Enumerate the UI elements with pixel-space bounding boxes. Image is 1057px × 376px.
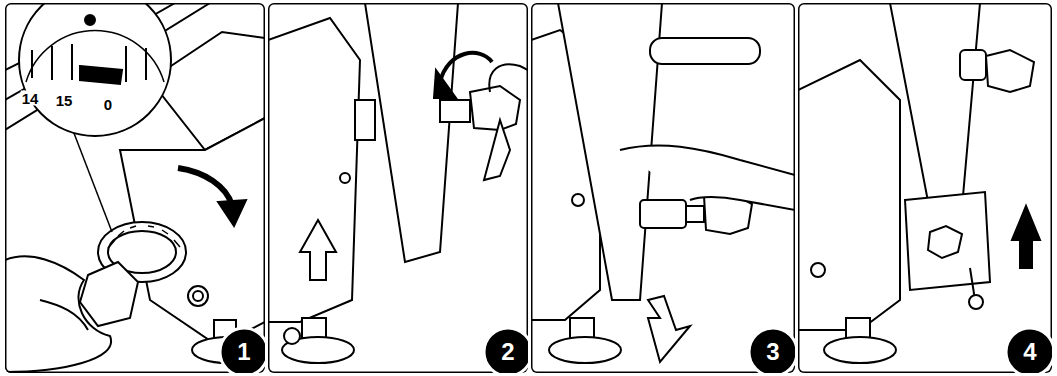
panel-one-drawing-part	[19, 3, 171, 136]
panel-two-drawing-part	[302, 318, 326, 338]
panel-two-drawing-part	[284, 328, 300, 344]
step-number: 3	[765, 340, 780, 364]
panel-one-drawing-part	[5, 3, 265, 373]
panel-two-drawing-part	[268, 18, 360, 322]
panel-one-drawing-part	[108, 226, 180, 248]
panel-two-drawing-part	[340, 173, 350, 183]
panel-three-drawing	[531, 3, 795, 373]
step-number: 4	[1022, 340, 1037, 364]
panel-four-drawing-part	[824, 337, 896, 363]
panel-one-drawing	[5, 3, 265, 373]
panel-one-drawing-part	[218, 200, 246, 226]
panel-four-drawing-part	[905, 192, 990, 290]
panel-three-drawing-part	[620, 145, 795, 210]
dial-number: 0	[103, 97, 113, 112]
panel-three-drawing-part	[648, 296, 690, 362]
panel-one-drawing-part	[188, 286, 208, 306]
panel-four-drawing-part	[969, 295, 983, 309]
panel-four-drawing-part	[1006, 328, 1052, 373]
panel-one-drawing-part	[178, 168, 232, 205]
panel-three-drawing-part	[531, 3, 795, 373]
step-number: 2	[500, 340, 515, 364]
panel-three-drawing-part	[650, 38, 760, 64]
panel-two-drawing-part	[470, 86, 520, 130]
panel-two-drawing-part	[489, 64, 528, 130]
step-number: 1	[236, 340, 251, 364]
panel-two-drawing-part	[440, 100, 470, 122]
panel-three-drawing-part	[749, 328, 795, 373]
panel-two-drawing-part	[440, 53, 492, 82]
panel-four-drawing-part	[986, 50, 1034, 92]
panel-two-drawing-part	[268, 3, 528, 373]
panel-one-drawing-part	[40, 300, 88, 330]
panel-one-drawing-part	[31, 50, 33, 78]
panel-two-drawing-part	[484, 328, 528, 373]
panel-four-drawing-part	[798, 3, 1052, 373]
dial-number: 15	[55, 93, 74, 108]
panel-two-drawing-part	[484, 120, 510, 180]
panel-one-drawing-part	[72, 128, 112, 232]
panel-two-drawing-part	[355, 100, 375, 140]
panel-two-drawing-part	[365, 3, 458, 262]
panel-four-drawing	[798, 3, 1052, 373]
panel-one-drawing-part	[220, 328, 265, 373]
panel-one-drawing-part	[125, 46, 127, 82]
panel-three-drawing-part	[572, 194, 584, 206]
panel-two-drawing	[268, 3, 528, 373]
panel-one-drawing-part	[71, 44, 73, 80]
panel-four-drawing-part	[928, 226, 962, 258]
panel-three-drawing-part	[640, 200, 686, 228]
panel-one-drawing-part	[85, 15, 95, 25]
dial-number: 14	[21, 91, 40, 106]
panel-four-drawing-part	[811, 263, 825, 277]
panel-one-drawing-part	[5, 256, 111, 372]
panel-one-drawing-part	[80, 262, 138, 326]
panel-four-drawing-part	[846, 318, 870, 338]
panel-three-drawing-part	[570, 318, 594, 338]
panel-four-drawing-part	[960, 50, 986, 80]
panel-one-drawing-part	[51, 46, 53, 80]
panel-two-drawing-part	[300, 220, 336, 280]
panel-four-drawing-part	[798, 60, 900, 330]
panel-one-drawing-part	[193, 291, 203, 301]
panel-three-drawing-part	[686, 206, 704, 222]
panel-two-drawing-part	[434, 70, 456, 98]
panel-three-drawing-part	[549, 337, 621, 363]
panel-one-drawing-part	[145, 48, 147, 80]
panel-four-drawing-part	[1012, 206, 1040, 268]
panel-one-drawing-part	[80, 66, 122, 84]
